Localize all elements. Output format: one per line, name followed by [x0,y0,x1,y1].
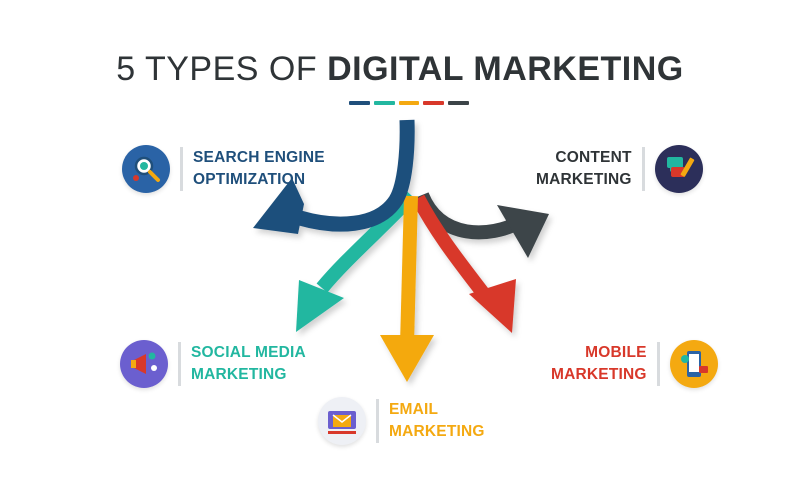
divider-social [178,342,181,386]
seo-magnifier-icon [122,145,170,193]
item-content: CONTENT MARKETING [536,145,703,193]
pencil-chat-icon [654,145,703,193]
item-email: EMAIL MARKETING [318,397,485,445]
title-underline [349,101,469,105]
page-title: 5 TYPES OF DIGITAL MARKETING [0,50,800,89]
label-email-line1: EMAIL [389,401,439,418]
divider-seo [180,147,183,191]
arrowhead-social [296,280,344,332]
label-content: CONTENT MARKETING [536,147,632,191]
envelope-icon [318,397,366,445]
label-social: SOCIAL MEDIA MARKETING [191,342,306,386]
label-email: EMAIL MARKETING [389,399,485,443]
label-mobile-line2: MARKETING [551,366,647,383]
arrowhead-mobile [469,279,516,333]
label-content-line1: CONTENT [555,149,632,166]
underline-segment-teal [373,101,395,105]
label-content-line2: MARKETING [536,171,632,188]
label-seo-line2: OPTIMIZATION [193,171,306,188]
title-bold: DIGITAL MARKETING [327,50,684,88]
item-social: SOCIAL MEDIA MARKETING [120,340,306,388]
label-social-line1: SOCIAL MEDIA [191,344,306,361]
label-seo: SEARCH ENGINE OPTIMIZATION [193,147,325,191]
arrow-mobile [411,194,498,310]
megaphone-icon [120,340,168,388]
item-seo: SEARCH ENGINE OPTIMIZATION [122,145,325,193]
label-email-line2: MARKETING [389,423,485,440]
arrowhead-email [380,335,434,382]
divider-email [376,399,379,443]
item-mobile: MOBILE MARKETING [551,340,718,388]
arrow-social [316,191,418,293]
arrow-seo [297,119,415,232]
arrowhead-content [497,205,549,258]
underline-segment-dark [448,101,469,105]
underline-segment-red [423,101,445,105]
underline-segment-yellow [398,101,420,105]
label-mobile: MOBILE MARKETING [551,342,647,386]
label-social-line2: MARKETING [191,366,287,383]
smartphone-icon [669,340,718,388]
divider-mobile [656,342,660,386]
label-seo-line1: SEARCH ENGINE [193,149,325,166]
divider-content [641,147,645,191]
label-mobile-line1: MOBILE [585,344,647,361]
arrowhead-seo [253,178,304,234]
underline-segment-blue [349,101,370,105]
arrow-email [400,195,418,346]
title-light: 5 TYPES OF [116,50,318,88]
